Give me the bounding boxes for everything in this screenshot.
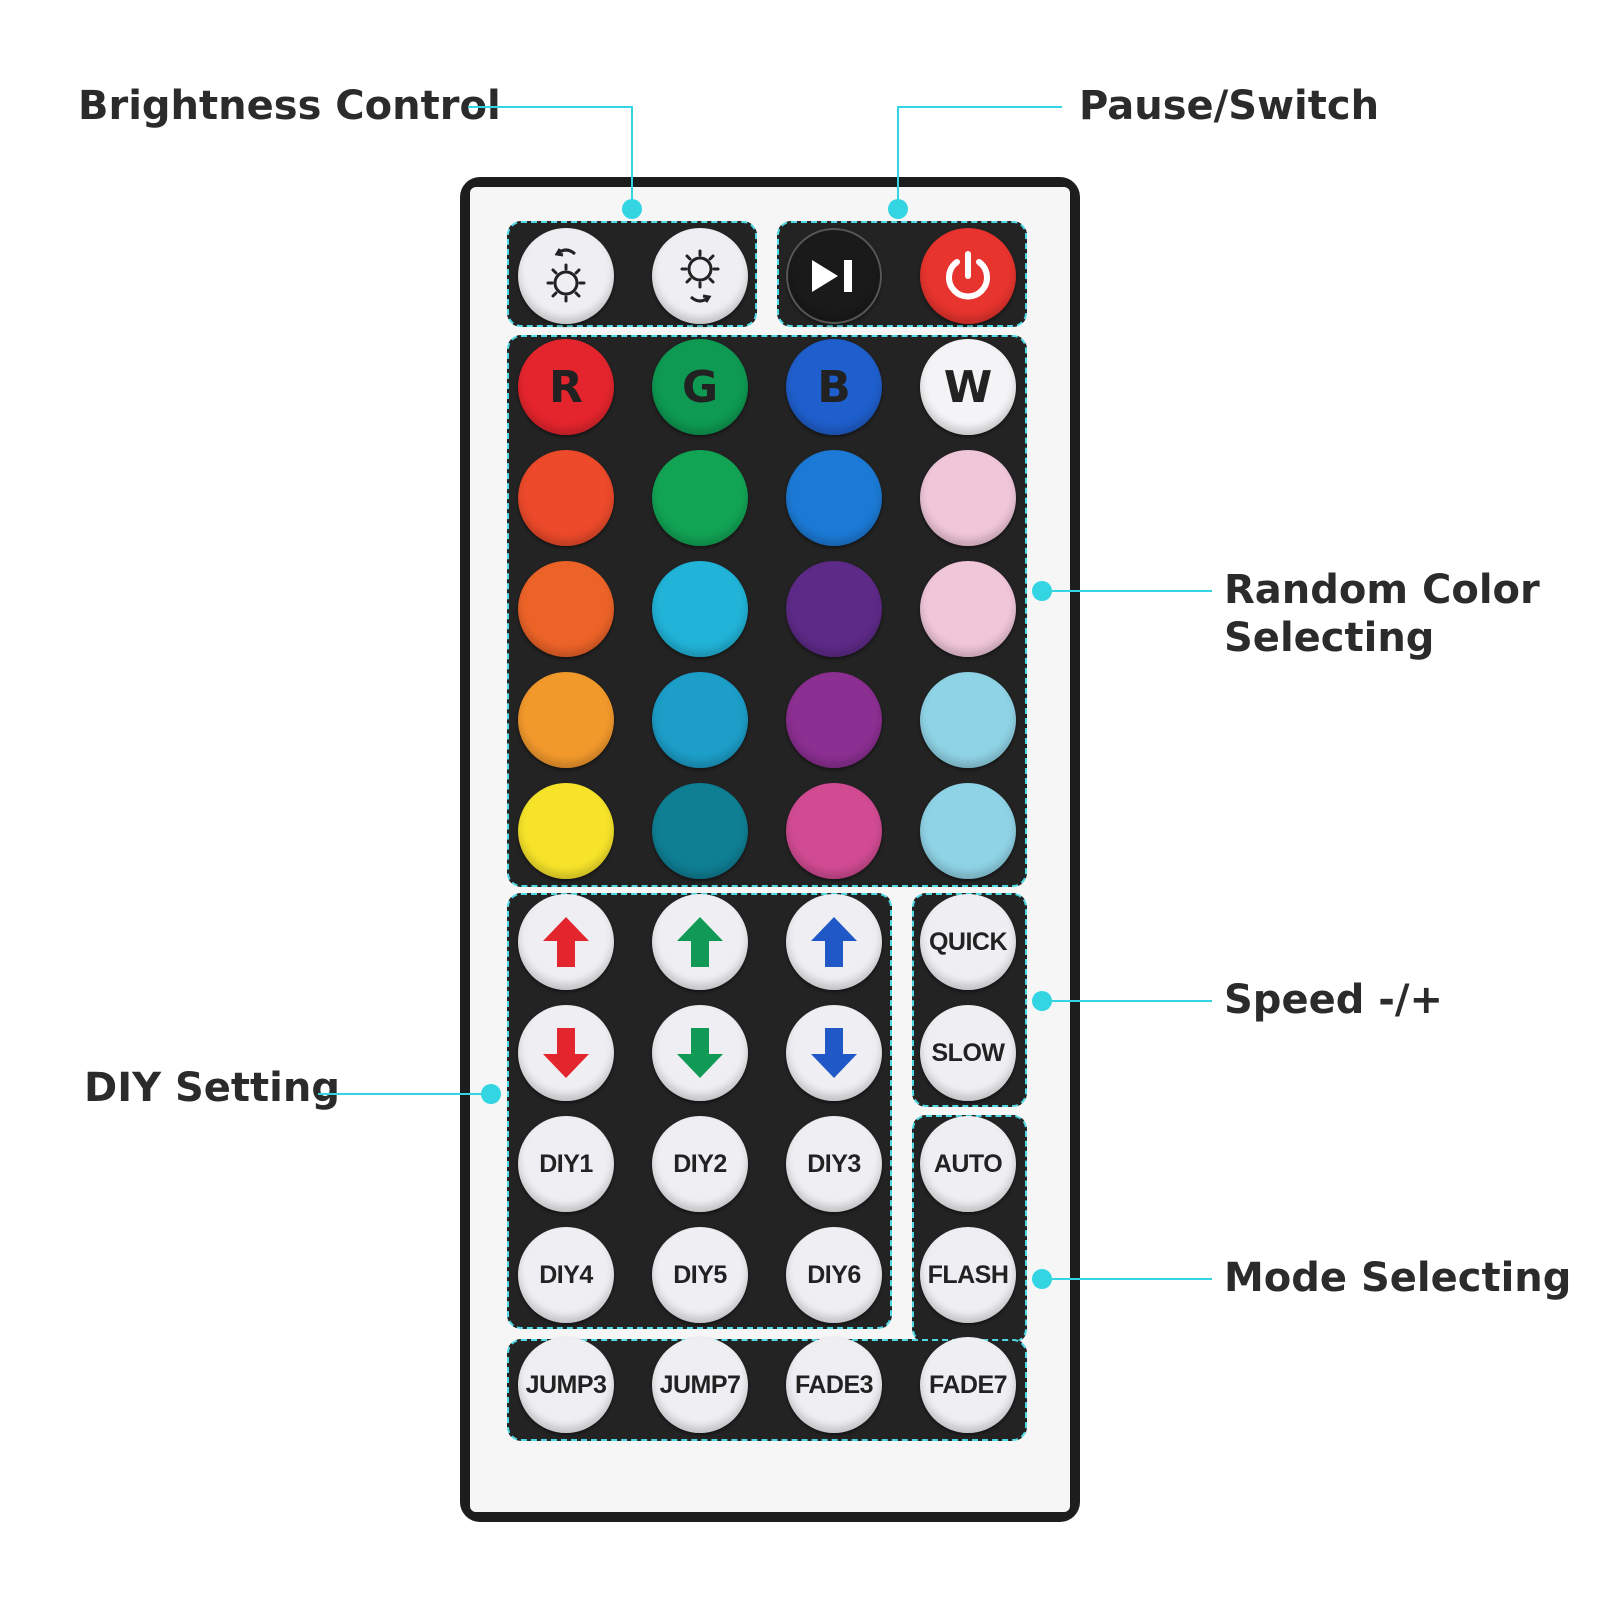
- jump3-button[interactable]: JUMP3: [518, 1337, 614, 1433]
- color-r-button[interactable]: R: [518, 339, 614, 435]
- play-pause-button[interactable]: [786, 228, 882, 324]
- diy-callout-dot: [481, 1084, 501, 1104]
- slow-button[interactable]: SLOW: [920, 1005, 1016, 1101]
- color-button-r5-c1[interactable]: [518, 783, 614, 879]
- blue-up-button[interactable]: [786, 894, 882, 990]
- color-button-r5-c4[interactable]: [920, 783, 1016, 879]
- mode-callout-line: [1042, 1278, 1212, 1280]
- brightness-callout-dot: [622, 199, 642, 219]
- blue-down-button[interactable]: [786, 1005, 882, 1101]
- speed-callout-line: [1042, 1000, 1212, 1002]
- diy1-button[interactable]: DIY1: [518, 1116, 614, 1212]
- diy5-button[interactable]: DIY5: [652, 1227, 748, 1323]
- red-down-arrow-icon: [543, 1028, 589, 1078]
- diy3-button[interactable]: DIY3: [786, 1116, 882, 1212]
- random-callout-dot: [1032, 581, 1052, 601]
- green-up-button[interactable]: [652, 894, 748, 990]
- diy2-button[interactable]: DIY2: [652, 1116, 748, 1212]
- color-button-r3-c3[interactable]: [786, 561, 882, 657]
- fade7-button[interactable]: FADE7: [920, 1337, 1016, 1433]
- color-g-button[interactable]: G: [652, 339, 748, 435]
- brightness-callout-v: [631, 106, 633, 208]
- power-icon: [946, 251, 990, 300]
- diy-callout-line: [318, 1093, 490, 1095]
- green-down-arrow-icon: [677, 1028, 723, 1078]
- power-button[interactable]: [920, 228, 1016, 324]
- quick-button[interactable]: QUICK: [920, 894, 1016, 990]
- pause-callout-h: [897, 106, 1062, 108]
- pause-switch-label: Pause/Switch: [1079, 83, 1380, 129]
- diy-setting-label: DIY Setting: [84, 1065, 340, 1111]
- brightness-up-icon: [546, 248, 586, 303]
- brightness-callout-h: [468, 106, 632, 108]
- color-b-button[interactable]: B: [786, 339, 882, 435]
- brightness-down-icon: [680, 249, 720, 303]
- brightness-down-button[interactable]: [652, 228, 748, 324]
- red-down-button[interactable]: [518, 1005, 614, 1101]
- pause-callout-v: [897, 106, 899, 208]
- flash-button[interactable]: FLASH: [920, 1227, 1016, 1323]
- color-button-r3-c2[interactable]: [652, 561, 748, 657]
- green-down-button[interactable]: [652, 1005, 748, 1101]
- brightness-up-button[interactable]: [518, 228, 614, 324]
- color-button-r4-c2[interactable]: [652, 672, 748, 768]
- diy6-button[interactable]: DIY6: [786, 1227, 882, 1323]
- red-up-button[interactable]: [518, 894, 614, 990]
- color-button-r4-c1[interactable]: [518, 672, 614, 768]
- speed-callout-dot: [1032, 991, 1052, 1011]
- color-button-r5-c2[interactable]: [652, 783, 748, 879]
- color-button-r2-c2[interactable]: [652, 450, 748, 546]
- color-button-r5-c3[interactable]: [786, 783, 882, 879]
- random-callout-line: [1042, 590, 1212, 592]
- diy4-button[interactable]: DIY4: [518, 1227, 614, 1323]
- pause-callout-dot: [888, 199, 908, 219]
- fade3-button[interactable]: FADE3: [786, 1337, 882, 1433]
- mode-selecting-label: Mode Selecting: [1224, 1255, 1572, 1301]
- color-w-button[interactable]: W: [920, 339, 1016, 435]
- random-color-label-line1: Random Color: [1224, 567, 1540, 613]
- green-up-arrow-icon: [677, 917, 723, 967]
- jump7-button[interactable]: JUMP7: [652, 1337, 748, 1433]
- color-button-r2-c4[interactable]: [920, 450, 1016, 546]
- color-button-r3-c1[interactable]: [518, 561, 614, 657]
- color-button-r2-c3[interactable]: [786, 450, 882, 546]
- mode-callout-dot: [1032, 1269, 1052, 1289]
- color-button-r2-c1[interactable]: [518, 450, 614, 546]
- color-button-r4-c4[interactable]: [920, 672, 1016, 768]
- play-pause-icon: [812, 260, 852, 292]
- color-button-r4-c3[interactable]: [786, 672, 882, 768]
- red-up-arrow-icon: [543, 917, 589, 967]
- brightness-control-label: Brightness Control: [78, 83, 501, 129]
- blue-up-arrow-icon: [811, 917, 857, 967]
- auto-button[interactable]: AUTO: [920, 1116, 1016, 1212]
- random-color-label: Random Color Selecting: [1224, 566, 1540, 662]
- random-color-label-line2: Selecting: [1224, 615, 1435, 661]
- speed-label: Speed -/+: [1224, 977, 1443, 1023]
- blue-down-arrow-icon: [811, 1028, 857, 1078]
- color-button-r3-c4[interactable]: [920, 561, 1016, 657]
